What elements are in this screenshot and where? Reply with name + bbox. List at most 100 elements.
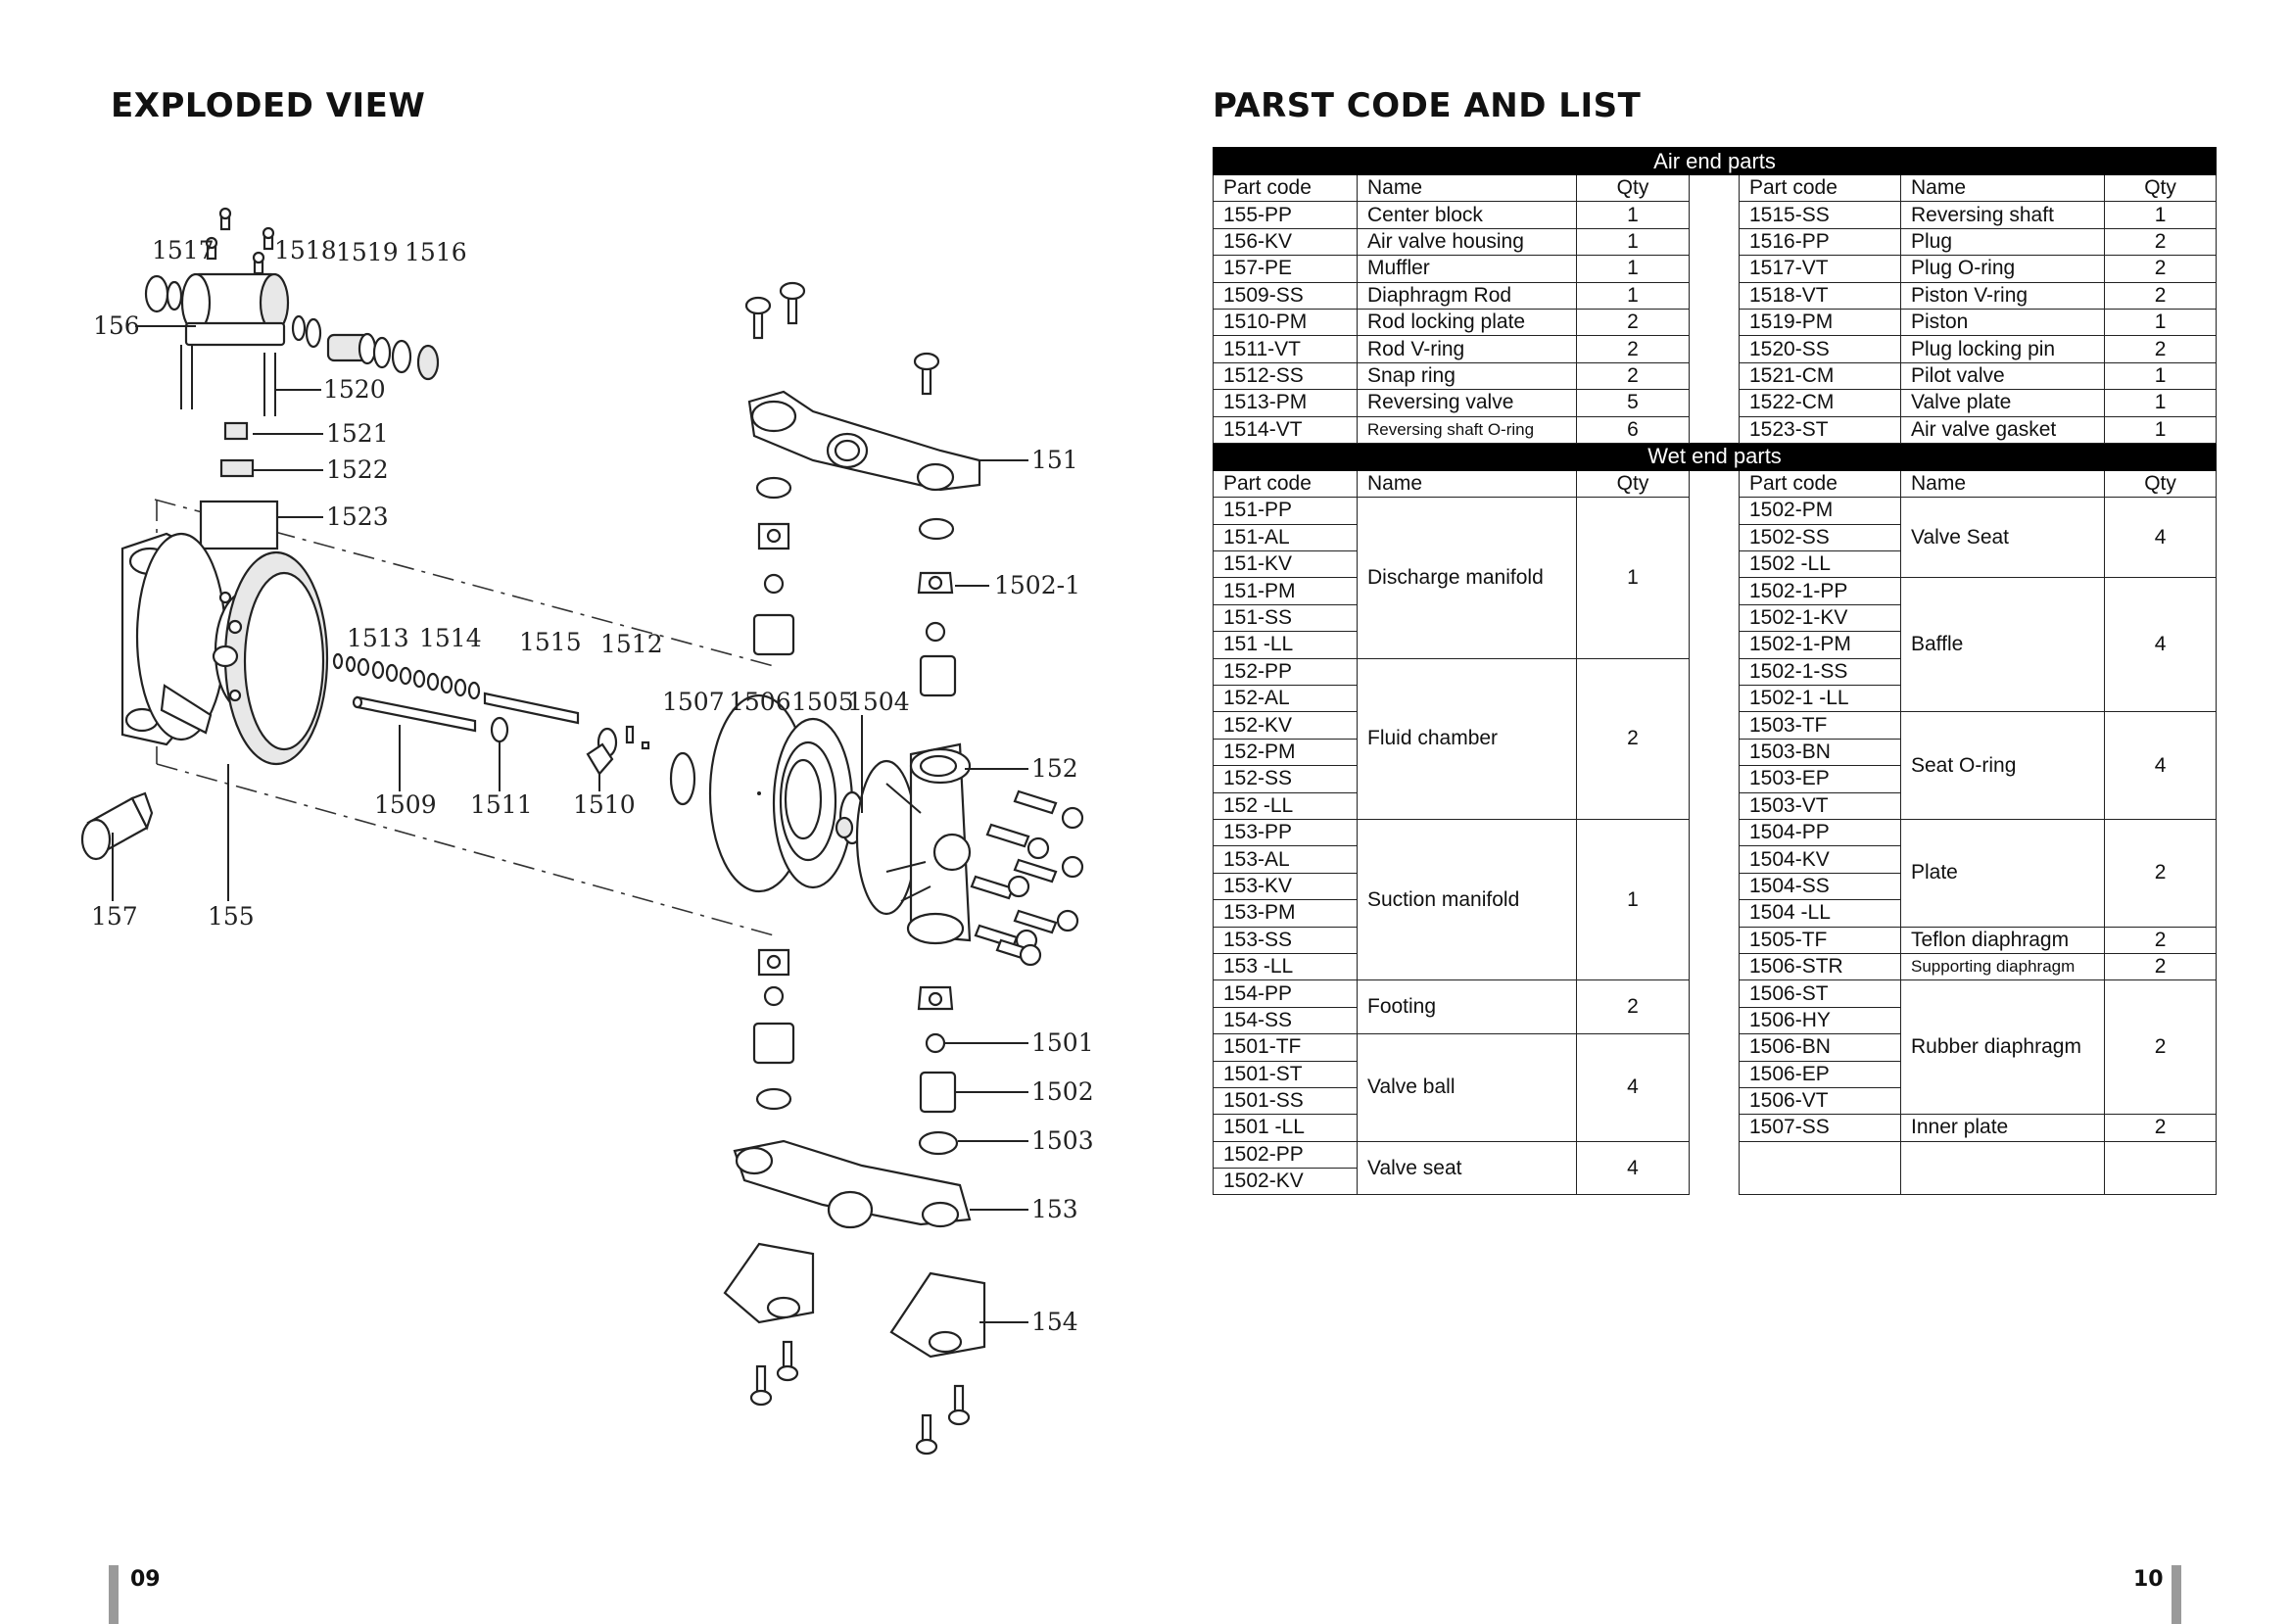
part-name: Footing xyxy=(1357,979,1577,1035)
part-code: 152-AL xyxy=(1213,685,1358,713)
part-code: 1502-SS xyxy=(1739,523,1901,552)
part-name: Reversing shaft O-ring xyxy=(1357,415,1577,444)
part-code: 1518-VT xyxy=(1739,281,1901,310)
callout-1515: 1515 xyxy=(519,628,582,656)
callout-1501: 1501 xyxy=(1031,1028,1094,1057)
part-name: Supporting diaphragm xyxy=(1900,952,2105,981)
part-name: Discharge manifold xyxy=(1357,497,1577,659)
callout-labels: 1517 1518 1519 1516 156 1520 1521 1522 1… xyxy=(91,236,1094,1336)
part-name: Piston V-ring xyxy=(1900,281,2105,310)
callout-157: 157 xyxy=(91,902,138,931)
part-qty: 2 xyxy=(1576,308,1690,337)
fluid-chamber xyxy=(855,742,972,945)
part-code: 1506-BN xyxy=(1739,1033,1901,1062)
part-code: 1509-SS xyxy=(1213,281,1358,310)
part-code: 152-SS xyxy=(1213,765,1358,793)
part-code: 1502-KV xyxy=(1213,1168,1358,1196)
callout-1502: 1502 xyxy=(1031,1077,1094,1106)
part-code: 1502-1 -LL xyxy=(1739,685,1901,713)
part-code: 1512-SS xyxy=(1213,361,1358,391)
part-code: 152-KV xyxy=(1213,711,1358,740)
part-code: 1506-ST xyxy=(1739,979,1901,1008)
part-name: Plate xyxy=(1900,818,2105,928)
col-header-part-code: Part code xyxy=(1213,469,1358,499)
part-code: 1506-VT xyxy=(1739,1086,1901,1116)
part-code: 1523-ST xyxy=(1739,415,1901,444)
part-qty: 1 xyxy=(1576,497,1690,659)
part-code: 1502 -LL xyxy=(1739,550,1901,579)
part-code: 1516-PP xyxy=(1739,227,1901,257)
part-name: Valve Seat xyxy=(1900,497,2105,579)
reversing-valve-row xyxy=(332,652,650,776)
right-page-bar xyxy=(2172,1565,2181,1624)
table-row: 154-SS 1506-HY xyxy=(1213,1006,2217,1035)
part-code: 152-PM xyxy=(1213,738,1358,767)
callout-1517: 1517 xyxy=(152,236,215,264)
part-qty: 4 xyxy=(1576,1033,1690,1142)
part-code: 1506-STR xyxy=(1739,952,1901,981)
part-code: 1522-CM xyxy=(1739,389,1901,417)
part-code: 1515-SS xyxy=(1739,201,1901,229)
part-name: Rubber diaphragm xyxy=(1900,979,2105,1116)
table-row: 1501-ST 1506-EP xyxy=(1213,1060,2217,1088)
empty-cell xyxy=(1739,1140,1901,1196)
col-header-part-code: Part code xyxy=(1213,173,1358,203)
part-qty: 6 xyxy=(1576,415,1690,444)
col-header-name: Name xyxy=(1357,469,1577,499)
part-code: 153-PP xyxy=(1213,818,1358,847)
part-qty: 1 xyxy=(2103,201,2218,229)
col-header-part-code: Part code xyxy=(1739,469,1901,499)
part-name: Rod locking plate xyxy=(1357,308,1577,337)
part-code: 1513-PM xyxy=(1213,389,1358,417)
part-name: Valve seat xyxy=(1357,1140,1577,1196)
part-qty: 4 xyxy=(2103,711,2218,820)
part-name: Piston xyxy=(1900,308,2105,337)
right-page-number: 10 xyxy=(2133,1567,2164,1592)
part-code: 157-PE xyxy=(1213,255,1358,283)
suction-manifold-assembly xyxy=(723,948,986,1456)
part-qty: 1 xyxy=(2103,415,2218,444)
part-name: Center block xyxy=(1357,201,1577,229)
part-code: 1501-ST xyxy=(1213,1060,1358,1088)
part-code: 1506-HY xyxy=(1739,1006,1901,1035)
col-header-qty: Qty xyxy=(1576,173,1690,203)
part-code: 1503-TF xyxy=(1739,711,1901,740)
callout-1512: 1512 xyxy=(600,630,663,658)
callout-1502-1: 1502-1 xyxy=(994,571,1080,599)
part-code: 1506-EP xyxy=(1739,1060,1901,1088)
part-code: 1507-SS xyxy=(1739,1114,1901,1142)
col-header-qty: Qty xyxy=(2103,469,2218,499)
callout-155: 155 xyxy=(208,902,255,931)
callout-1513: 1513 xyxy=(347,624,409,652)
callout-1519: 1519 xyxy=(336,238,399,266)
part-name: Rod V-ring xyxy=(1357,335,1577,363)
part-name: Muffler xyxy=(1357,255,1577,283)
callout-151: 151 xyxy=(1031,446,1078,474)
part-code: 1520-SS xyxy=(1739,335,1901,363)
part-name: Inner plate xyxy=(1900,1114,2105,1142)
part-code: 153-AL xyxy=(1213,845,1358,874)
callout-1516: 1516 xyxy=(405,238,467,266)
part-code: 154-SS xyxy=(1213,1006,1358,1035)
part-code: 155-PP xyxy=(1213,201,1358,229)
part-code: 1502-1-SS xyxy=(1739,657,1901,687)
part-qty: 2 xyxy=(1576,979,1690,1035)
part-code: 1505-TF xyxy=(1739,926,1901,954)
part-code: 1502-1-PP xyxy=(1739,577,1901,605)
part-qty: 1 xyxy=(2103,361,2218,391)
part-code: 1504-SS xyxy=(1739,872,1901,901)
part-qty: 1 xyxy=(1576,255,1690,283)
part-qty: 2 xyxy=(2103,979,2218,1116)
part-name: Reversing valve xyxy=(1357,389,1577,417)
part-code: 151 -LL xyxy=(1213,631,1358,659)
